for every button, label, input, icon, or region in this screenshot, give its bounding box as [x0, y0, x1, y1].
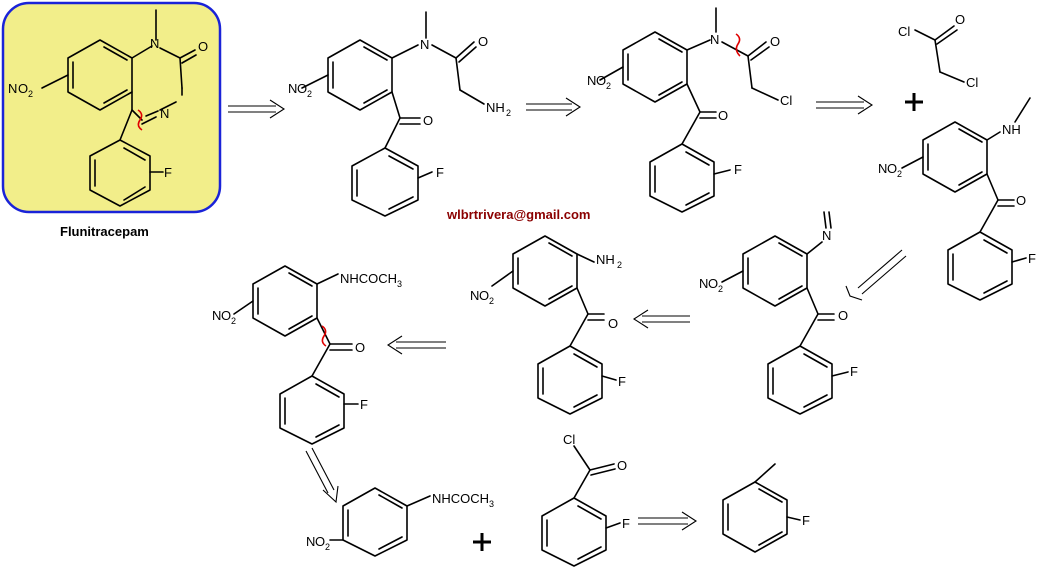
atom-f: F [734, 162, 742, 177]
amine-sub: 2 [617, 260, 622, 270]
molecule-acetamido-benzophenone: NHCOCH 3 O F N O 2 [212, 265, 402, 445]
nitro-o: O [708, 276, 718, 291]
atom-f: F [622, 516, 630, 531]
retro-arrow-8 [638, 511, 698, 531]
nitro-o-1: O [18, 81, 28, 96]
atom-o: O [955, 12, 965, 27]
molecule-fluorotoluene: F [722, 463, 810, 553]
nitro-sub: 2 [718, 284, 723, 294]
atom-f: F [802, 513, 810, 528]
nitro-sub: 2 [489, 296, 494, 306]
nitro-o: O [596, 73, 606, 88]
nitro-n: N [306, 534, 315, 549]
atom-o: O [770, 34, 780, 49]
retro-arrow-7 [305, 447, 339, 504]
author-email: wlbrtrivera@gmail.com [446, 207, 590, 222]
atom-f: F [1028, 251, 1036, 266]
atom-n2: N [160, 106, 169, 121]
atom-n: N [822, 228, 831, 243]
atom-o: O [423, 113, 433, 128]
nitro-sub: 2 [231, 316, 236, 326]
nitro-sub: 2 [325, 542, 330, 552]
acetamido-sub: 3 [489, 499, 494, 509]
nitro-n-1: N [8, 81, 17, 96]
amine-sub: 2 [506, 108, 511, 118]
target-title: Flunitracepam [60, 224, 149, 239]
retro-arrow-5 [632, 309, 690, 329]
retro-arrow-1 [228, 99, 286, 119]
molecule-fluorobenzoyl-chloride: Cl O F [541, 432, 630, 567]
nitro-o: O [221, 308, 231, 323]
atom-o: O [838, 308, 848, 323]
acetamido-label: NHCOCH [432, 491, 489, 506]
retro-arrow-4 [845, 249, 907, 301]
nitro-n: N [587, 73, 596, 88]
nitro-n: N [699, 276, 708, 291]
atom-o: O [478, 34, 488, 49]
nitro-n: N [470, 288, 479, 303]
molecule-aminoacetamide: N O O NH 2 F N O 2 [288, 11, 511, 217]
nitro-n: N [878, 161, 887, 176]
atom-f: F [618, 374, 626, 389]
molecule-chloroacetamide: N O O Cl F N O 2 [587, 7, 792, 213]
nitro-o: O [315, 534, 325, 549]
atom-o1: O [198, 39, 208, 54]
retro-arrow-6 [386, 335, 446, 355]
molecule-amino-benzophenone: NH 2 O F N O 2 [470, 235, 626, 415]
nitro-sub-1: 2 [28, 89, 33, 99]
atom-o: O [1016, 193, 1026, 208]
nitro-o: O [887, 161, 897, 176]
atom-nh: NH [1002, 122, 1021, 137]
acetamido-sub: 3 [397, 279, 402, 289]
retro-arrow-2 [526, 97, 582, 117]
nitro-sub: 2 [897, 169, 902, 179]
target-highlight-box [1, 1, 222, 214]
atom-o: O [608, 316, 618, 331]
nitro-n: N [212, 308, 221, 323]
atom-f: F [850, 364, 858, 379]
plus-sign-2 [473, 533, 491, 551]
atom-f: F [436, 165, 444, 180]
atom-n: N [420, 37, 429, 52]
atom-o: O [355, 340, 365, 355]
amine-nh: NH [486, 100, 505, 115]
nitro-sub: 2 [606, 81, 611, 91]
atom-cl: Cl [780, 93, 792, 108]
atom-cl: Cl [966, 75, 978, 90]
molecule-nitroacetanilide: NHCOCH 3 N O 2 [306, 487, 494, 557]
nitro-sub: 2 [307, 89, 312, 99]
retro-arrow-3 [816, 95, 874, 115]
atom-f1: F [164, 165, 172, 180]
molecule-imine-benzophenone: N O F N O 2 [699, 211, 858, 415]
atom-cl: Cl [898, 24, 910, 39]
atom-n: N [710, 32, 719, 47]
acetamido-label: NHCOCH [340, 271, 397, 286]
nitro-n: N [288, 81, 297, 96]
atom-cl: Cl [563, 432, 575, 447]
atom-o: O [617, 458, 627, 473]
plus-sign-1 [905, 93, 923, 111]
molecule-flunitracepam: N O N F N O 2 [8, 9, 208, 207]
molecule-chloroacetyl-chloride: Cl O Cl [898, 12, 978, 90]
atom-f: F [360, 397, 368, 412]
nitro-o: O [297, 81, 307, 96]
nitro-o: O [479, 288, 489, 303]
atom-n1: N [150, 36, 159, 51]
atom-o: O [718, 108, 728, 123]
molecule-n-methyl-aminobenzophenone: NH O F N O 2 [878, 97, 1036, 301]
amine-nh: NH [596, 252, 615, 267]
